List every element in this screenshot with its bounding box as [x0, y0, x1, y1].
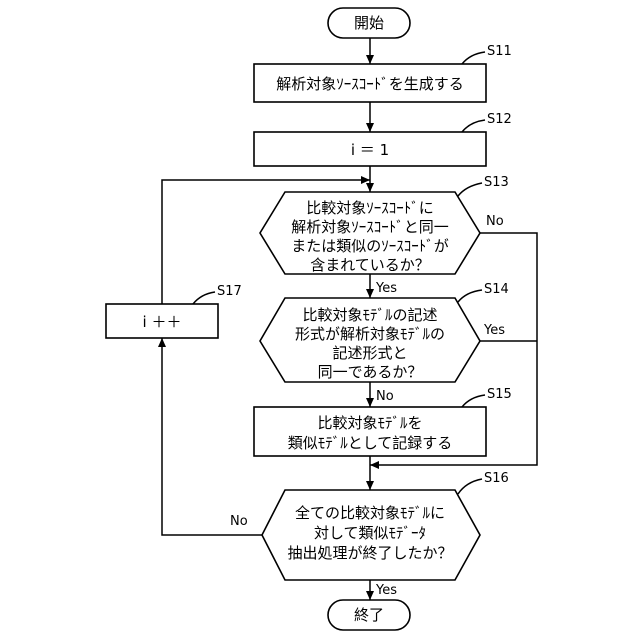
start-label: 開始	[354, 14, 384, 32]
s11-text: 解析対象ｿｰｽｺｰﾄﾞを生成する	[276, 75, 464, 93]
arrow-s16-no	[162, 338, 262, 535]
s14-leader	[458, 290, 482, 302]
s16-no-label: No	[230, 514, 248, 529]
s16-yes-label: Yes	[375, 583, 397, 598]
s15-line-1: 比較対象ﾓﾃﾞﾙを	[317, 414, 422, 432]
s16-id: S16	[484, 471, 509, 486]
s17-leader	[193, 292, 215, 304]
s13-yes-label: Yes	[375, 281, 397, 296]
s13-line-2: 解析対象ｿｰｽｺｰﾄﾞと同一	[291, 218, 449, 236]
s13-id: S13	[484, 175, 509, 190]
s14-line-1: 比較対象ﾓﾃﾞﾙの記述	[302, 306, 437, 324]
s11-id: S11	[487, 44, 512, 59]
s13-line-3: または類似のｿｰｽｺｰﾄﾞが	[291, 237, 449, 255]
s14-id: S14	[484, 282, 509, 297]
s14-line-3: 記述形式と	[332, 344, 407, 362]
s12-leader	[462, 120, 485, 132]
s14-line-4: 同一であるか？	[318, 363, 423, 381]
s14-yes-label: Yes	[483, 323, 505, 338]
s15-id: S15	[487, 387, 512, 402]
s17-id: S17	[217, 284, 242, 299]
s15-leader	[462, 395, 485, 407]
s14-line-2: 形式が解析対象ﾓﾃﾞﾙの	[295, 325, 445, 343]
s13-line-1: 比較対象ｿｰｽｺｰﾄﾞに	[306, 199, 434, 217]
s17-text: i ＋＋	[143, 313, 182, 331]
s16-leader	[458, 479, 482, 494]
end-label: 終了	[354, 606, 384, 624]
s11-leader	[462, 52, 485, 64]
s12-text: i ＝ 1	[351, 141, 389, 159]
s16-line-2: 対して類似ﾓﾃﾞｰﾀ	[314, 524, 426, 542]
s13-leader	[458, 183, 482, 196]
s13-no-label: No	[486, 214, 504, 229]
s16-line-3: 抽出処理が終了したか？	[287, 544, 452, 562]
s15-line-2: 類似ﾓﾃﾞﾙとして記録する	[288, 434, 453, 452]
s16-line-1: 全ての比較対象ﾓﾃﾞﾙに	[295, 504, 445, 522]
s13-line-4: 含まれているか？	[310, 256, 430, 274]
s14-no-label: No	[376, 389, 394, 404]
s12-id: S12	[487, 112, 512, 127]
